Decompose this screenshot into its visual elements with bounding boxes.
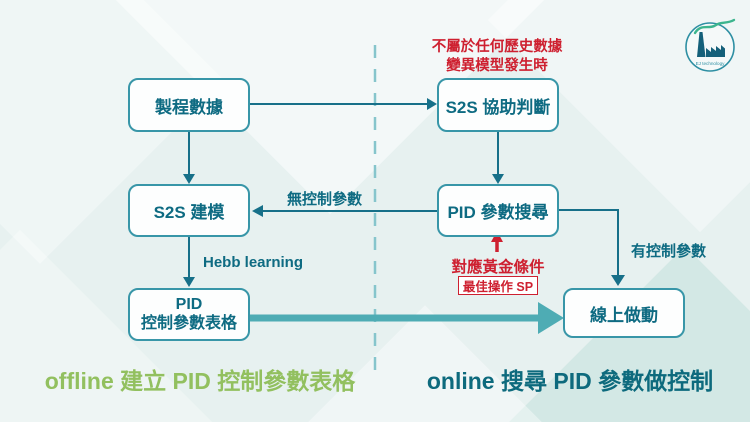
node-pid-param-table-line1: PID bbox=[175, 295, 203, 313]
node-process-data: 製程數據 bbox=[128, 78, 250, 132]
warning-note-line2: 變異模型發生時 bbox=[446, 57, 548, 74]
caption-online: online 搜尋 PID 參數做控制 bbox=[426, 368, 714, 394]
node-pid-param-table-line2: 控制參數表格 bbox=[140, 314, 237, 332]
golden-condition-note: 對應黃金條件 bbox=[451, 259, 545, 276]
thick-arrow bbox=[250, 302, 564, 334]
node-pid-param-search-label: PID 參數搜尋 bbox=[447, 203, 549, 222]
node-s2s-modeling: S2S 建模 bbox=[128, 184, 250, 237]
factory-icon bbox=[697, 32, 725, 57]
node-pid-param-search: PID 參數搜尋 bbox=[437, 184, 559, 237]
node-process-data-label: 製程數據 bbox=[155, 97, 223, 117]
caption-offline: offline 建立 PID 控制參數表格 bbox=[44, 368, 356, 394]
best-operation-sp-label: 最佳操作 SP bbox=[462, 280, 534, 294]
node-s2s-assist-judgement: S2S 協助判斷 bbox=[437, 78, 559, 132]
node-s2s-assist-label: S2S 協助判斷 bbox=[445, 97, 551, 117]
label-hebb-learning: Hebb learning bbox=[203, 254, 304, 271]
label-no-control-params: 無控制參數 bbox=[287, 191, 363, 208]
node-pid-param-table: PID 控制參數表格 bbox=[128, 288, 250, 341]
logo-brand-text: EJ technology bbox=[696, 61, 726, 66]
node-online-action-label: 線上做動 bbox=[590, 305, 658, 325]
best-operation-sp-box: 最佳操作 SP bbox=[458, 276, 538, 295]
warning-note-line1: 不屬於任何歷史數據 bbox=[431, 39, 563, 55]
logo-smoke-swoosh-icon bbox=[693, 18, 736, 35]
logo-circle bbox=[685, 22, 735, 72]
warning-note: 不屬於任何歷史數據 變異模型發生時 bbox=[417, 38, 577, 76]
node-s2s-modeling-label: S2S 建模 bbox=[153, 203, 225, 222]
label-has-control-params: 有控制參數 bbox=[631, 243, 707, 260]
node-online-action: 線上做動 bbox=[563, 288, 685, 338]
ej-technology-logo: EJ technology bbox=[685, 18, 736, 72]
